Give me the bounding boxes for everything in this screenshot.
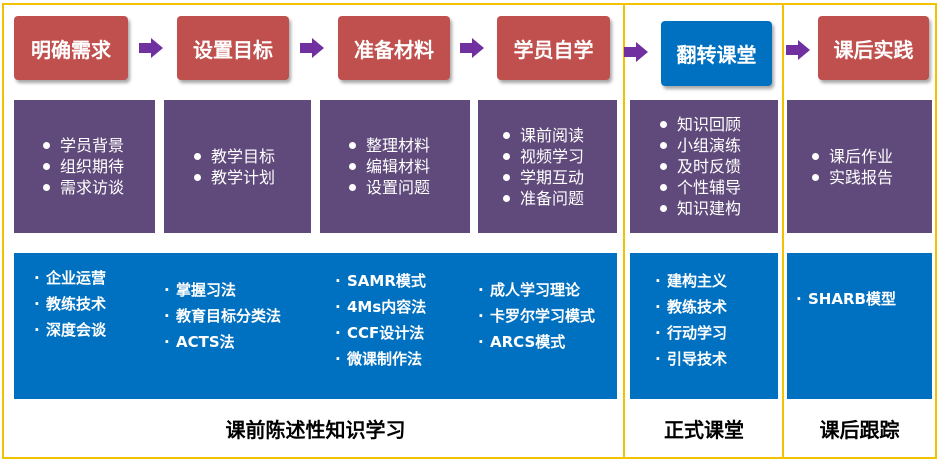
method-item: 微课制作法 — [335, 346, 426, 372]
method-item: 引导技术 — [655, 346, 727, 372]
method-list-4: 成人学习理论 卡罗尔学习模式 ARCS模式 — [478, 277, 595, 355]
activity-item: 设置问题 — [344, 177, 430, 198]
right-arrow-icon — [786, 40, 810, 60]
activity-item: 知识建构 — [655, 198, 741, 219]
activity-item: 及时反馈 — [655, 156, 741, 177]
step-title-6: 课后实践 — [833, 37, 914, 62]
activity-item: 课后作业 — [807, 146, 893, 167]
phase-label-post: 课后跟踪 — [819, 418, 900, 442]
right-arrow-icon — [139, 38, 163, 58]
right-arrow-icon — [624, 42, 648, 62]
activity-box-3: 整理材料 编辑材料 设置问题 — [320, 100, 470, 233]
method-item: 4Ms内容法 — [335, 294, 426, 320]
method-item: 卡罗尔学习模式 — [478, 303, 595, 329]
step-title-5: 翻转课堂 — [676, 43, 757, 67]
method-item: 行动学习 — [655, 320, 727, 346]
step-title-3: 准备材料 — [354, 37, 434, 62]
activity-box-2: 教学目标 教学计划 — [164, 100, 311, 233]
method-list-6: SHARB模型 — [796, 286, 896, 312]
activity-box-5: 知识回顾 小组演练 及时反馈 个性辅导 知识建构 — [630, 100, 778, 233]
method-item: SAMR模式 — [335, 268, 426, 294]
activity-item: 知识回顾 — [655, 114, 741, 135]
right-arrow-icon — [300, 38, 324, 58]
right-arrow-icon — [460, 38, 484, 58]
step-header-1: 明确需求 — [14, 16, 128, 80]
method-item: 企业运营 — [34, 265, 106, 291]
activity-item: 视频学习 — [498, 146, 584, 167]
activity-box-6: 课后作业 实践报告 — [787, 100, 932, 233]
method-band-post — [787, 253, 932, 399]
activity-box-1: 学员背景 组织期待 需求访谈 — [14, 100, 155, 233]
activity-item: 小组演练 — [655, 135, 741, 156]
method-list-3: SAMR模式 4Ms内容法 CCF设计法 微课制作法 — [335, 268, 426, 372]
method-item: ARCS模式 — [478, 329, 595, 355]
method-item: 掌握习法 — [164, 277, 281, 303]
method-item: 建构主义 — [655, 268, 727, 294]
method-list-1: 企业运营 教练技术 深度会谈 — [34, 265, 106, 343]
step-header-3: 准备材料 — [338, 16, 450, 80]
method-item: 教练技术 — [655, 294, 727, 320]
activity-item: 教学计划 — [189, 167, 275, 188]
activity-item: 整理材料 — [344, 135, 430, 156]
method-list-5: 建构主义 教练技术 行动学习 引导技术 — [655, 268, 727, 372]
phase-label-class: 正式课堂 — [664, 418, 744, 442]
activity-item: 需求访谈 — [38, 177, 124, 198]
method-item: 深度会谈 — [34, 317, 106, 343]
method-list-2: 掌握习法 教育目标分类法 ACTS法 — [164, 277, 281, 355]
method-item: CCF设计法 — [335, 320, 426, 346]
step-header-4: 学员自学 — [497, 16, 610, 80]
method-item: 成人学习理论 — [478, 277, 595, 303]
step-header-5: 翻转课堂 — [661, 21, 772, 86]
activity-item: 学员背景 — [38, 135, 124, 156]
method-item: 教育目标分类法 — [164, 303, 281, 329]
activity-item: 课前阅读 — [498, 125, 584, 146]
activity-item: 准备问题 — [498, 188, 584, 209]
step-title-2: 设置目标 — [193, 37, 273, 62]
activity-item: 实践报告 — [807, 167, 893, 188]
activity-item: 教学目标 — [189, 146, 275, 167]
step-title-4: 学员自学 — [513, 37, 594, 62]
activity-item: 组织期待 — [38, 156, 124, 177]
step-title-1: 明确需求 — [31, 37, 111, 62]
method-item: 教练技术 — [34, 291, 106, 317]
activity-item: 学期互动 — [498, 167, 584, 188]
activity-item: 编辑材料 — [344, 156, 430, 177]
method-item: ACTS法 — [164, 329, 281, 355]
step-header-6: 课后实践 — [818, 16, 929, 80]
phase-label-pre: 课前陈述性知识学习 — [225, 418, 406, 442]
activity-box-4: 课前阅读 视频学习 学期互动 准备问题 — [478, 100, 617, 233]
activity-item: 个性辅导 — [655, 177, 741, 198]
method-item: SHARB模型 — [796, 286, 896, 312]
phase-frame-post — [782, 3, 937, 459]
step-header-2: 设置目标 — [177, 16, 289, 80]
